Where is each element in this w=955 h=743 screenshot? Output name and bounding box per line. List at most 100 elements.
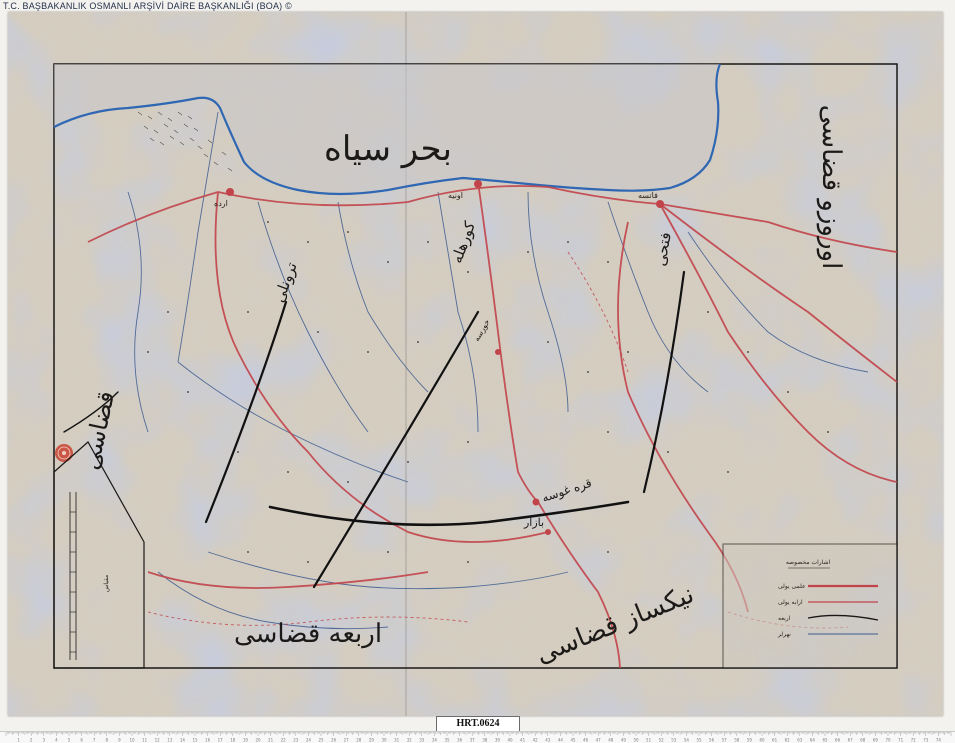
ruler-number: 41 [520, 738, 526, 743]
ruler-number: 27 [344, 738, 350, 743]
ruler-number: 28 [356, 738, 362, 743]
district-boundaries [63, 270, 686, 589]
ruler-number: 70 [885, 738, 891, 743]
ruler-number: 53 [671, 738, 677, 743]
scale-box: مقیاس [53, 441, 145, 669]
ruler-number: 59 [747, 738, 753, 743]
ruler-number: 56 [709, 738, 715, 743]
ruler-number: 62 [785, 738, 791, 743]
black-sea [54, 64, 720, 194]
town-marker-a [474, 180, 482, 188]
ruler-number: 16 [205, 738, 211, 743]
ruler-number: 30 [381, 738, 387, 743]
ruler-number: 45 [570, 738, 576, 743]
rivers [127, 111, 869, 630]
town-label-fatsa: فاتسه [638, 191, 658, 200]
ruler-number: 20 [255, 738, 261, 743]
ruler-number: 42 [533, 738, 539, 743]
ruler-number: 66 [835, 738, 841, 743]
ruler-number: 1 [17, 738, 20, 743]
ruler-number: 39 [495, 738, 501, 743]
ruler-number: 14 [180, 738, 186, 743]
ruler-number: 2 [30, 738, 33, 743]
ruler-number: 72 [911, 738, 917, 743]
ruler-number: 12 [155, 738, 161, 743]
sea-label: بحر سیاه [324, 129, 452, 169]
ruler-number: 64 [810, 738, 816, 743]
ruler-number: 4 [55, 738, 58, 743]
town-marker-ordu [226, 188, 234, 196]
ruler-number: 3 [43, 738, 46, 743]
ruler-number: 35 [444, 738, 450, 743]
scale-label: مقیاس [103, 575, 110, 592]
ruler-number: 36 [457, 738, 463, 743]
ruler-number: 37 [470, 738, 476, 743]
ruler-number: 9 [118, 738, 121, 743]
legend-item-label: ارابه یولی [778, 599, 803, 606]
town-marker-b [495, 349, 501, 355]
ruler-number: 68 [860, 738, 866, 743]
ruler-number: 67 [848, 738, 854, 743]
ruler-number: 69 [873, 738, 879, 743]
ruler-number: 74 [936, 738, 942, 743]
ruler-number: 34 [432, 738, 438, 743]
ruler-number: 18 [230, 738, 236, 743]
ruler-number: 58 [734, 738, 740, 743]
legend-item-cart-road: ارابه یولی [778, 599, 878, 606]
ruler-number: 26 [331, 738, 337, 743]
ruler-number: 21 [268, 738, 274, 743]
ruler-number: 55 [696, 738, 702, 743]
ruler-number: 10 [129, 738, 135, 743]
district-label-c: فتحی [651, 231, 675, 268]
town-marker-d [545, 529, 551, 535]
ruler-number: 44 [558, 738, 564, 743]
ruler-number: 50 [633, 738, 639, 743]
legend-item-river: نهرلر [777, 631, 878, 638]
ruler-number: 43 [545, 738, 551, 743]
ruler-number: 52 [659, 738, 665, 743]
town-label-a: اونیه [448, 191, 463, 200]
legend-item-label: اربعه [778, 615, 791, 622]
legend-item-label: نهرلر [777, 631, 791, 638]
map-canvas: بحر سیاه اوروزو قضاسی قضاسی اربعه قضاسی … [8, 12, 943, 716]
ruler-number: 23 [293, 738, 299, 743]
legend-item-label: علمی یولی [778, 583, 806, 590]
archive-header: T.C. BAŞBAKANLIK OSMANLI ARŞİVİ DAİRE BA… [3, 1, 292, 11]
ruler-number: 29 [369, 738, 375, 743]
ruler-number: 19 [243, 738, 249, 743]
ruler-number: 38 [482, 738, 488, 743]
ruler-number: 57 [722, 738, 728, 743]
ruler-number: 24 [306, 738, 312, 743]
ruler-number: 31 [394, 738, 400, 743]
coastline [53, 63, 722, 196]
ruler-number: 25 [318, 738, 324, 743]
legend-item-main-road: علمی یولی [778, 583, 878, 590]
ruler-number: 48 [608, 738, 614, 743]
ruler-number: 22 [281, 738, 287, 743]
marsh-hatching [137, 111, 233, 172]
ruler-number: 71 [898, 738, 904, 743]
ruler-number: 17 [218, 738, 224, 743]
town-label-d: بازار [523, 516, 544, 529]
ruler-number: 61 [772, 738, 778, 743]
ruler-number: 6 [80, 738, 83, 743]
ruler-number: 51 [646, 738, 652, 743]
ruler-number: 15 [192, 738, 198, 743]
ruler-number: 65 [822, 738, 828, 743]
ruler-number: 32 [407, 738, 413, 743]
legend-item-boundary: اربعه [778, 614, 879, 622]
ruler-number: 40 [507, 738, 513, 743]
ruler-number: 63 [797, 738, 803, 743]
ruler-number: 11 [142, 738, 148, 743]
ruler-number: 46 [583, 738, 589, 743]
town-marker-fatsa [656, 200, 664, 208]
ruler-number: 47 [596, 738, 602, 743]
town-markers [226, 180, 664, 535]
ruler-number: 49 [621, 738, 627, 743]
ruler-number: 7 [93, 738, 96, 743]
town-label-ordu: ارده [214, 199, 228, 208]
ruler-number: 60 [759, 738, 765, 743]
ruler-number: 73 [923, 738, 929, 743]
